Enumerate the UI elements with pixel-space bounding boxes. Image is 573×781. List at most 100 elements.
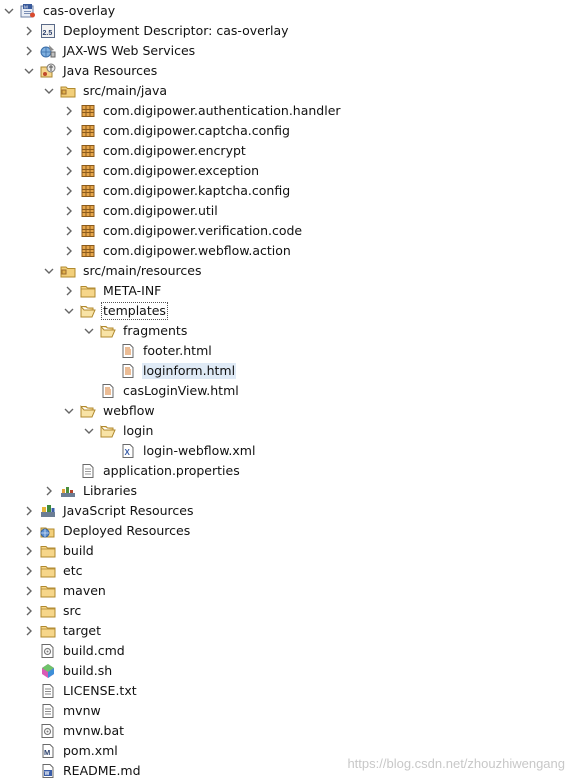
- tree-item[interactable]: Libraries: [0, 481, 573, 501]
- tree-item[interactable]: com.digipower.captcha.config: [0, 121, 573, 141]
- tree-item-label: Libraries: [83, 483, 137, 498]
- tree-item[interactable]: W README.md: [0, 761, 573, 781]
- deployed-resources-icon: [40, 523, 56, 539]
- chevron-right-icon[interactable]: [63, 125, 75, 137]
- chevron-right-icon[interactable]: [63, 285, 75, 297]
- tree-item[interactable]: application.properties: [0, 461, 573, 481]
- tree-item-label: com.digipower.exception: [103, 163, 260, 178]
- tree-item[interactable]: com.digipower.util: [0, 201, 573, 221]
- chevron-right-icon[interactable]: [63, 205, 75, 217]
- chevron-right-icon[interactable]: [23, 505, 35, 517]
- chevron-right-icon[interactable]: [23, 545, 35, 557]
- tree-item-label: mvnw.bat: [63, 723, 125, 738]
- chevron-down-icon[interactable]: [23, 65, 35, 77]
- tree-item[interactable]: src/main/java: [0, 81, 573, 101]
- package-icon: [80, 203, 96, 219]
- tree-item[interactable]: JAX-WS Web Services: [0, 41, 573, 61]
- chevron-down-icon[interactable]: [43, 265, 55, 277]
- chevron-right-icon[interactable]: [63, 105, 75, 117]
- tree-item[interactable]: com.digipower.exception: [0, 161, 573, 181]
- tree-item[interactable]: maven: [0, 581, 573, 601]
- chevron-right-icon[interactable]: [23, 585, 35, 597]
- chevron-right-icon[interactable]: [63, 185, 75, 197]
- chevron-right-icon[interactable]: [23, 25, 35, 37]
- web-services-icon: [40, 43, 56, 59]
- tree-item[interactable]: com.digipower.verification.code: [0, 221, 573, 241]
- chevron-right-icon[interactable]: [23, 565, 35, 577]
- tree-item[interactable]: JavaScript Resources: [0, 501, 573, 521]
- tree-item[interactable]: build: [0, 541, 573, 561]
- chevron-down-icon[interactable]: [83, 425, 95, 437]
- chevron-down-icon[interactable]: [63, 405, 75, 417]
- tree-item-label: cas-overlay: [43, 3, 116, 18]
- html-file-icon: [120, 363, 136, 379]
- tree-item[interactable]: webflow: [0, 401, 573, 421]
- source-folder-icon: [60, 83, 76, 99]
- tree-item-label: Java Resources: [63, 63, 158, 78]
- xml-file-icon: X: [120, 443, 136, 459]
- chevron-down-icon[interactable]: [3, 5, 15, 17]
- svg-text:M: M: [24, 5, 28, 10]
- chevron-right-icon[interactable]: [23, 45, 35, 57]
- svg-text:X: X: [125, 448, 131, 457]
- tree-item[interactable]: footer.html: [0, 341, 573, 361]
- chevron-right-icon[interactable]: [63, 145, 75, 157]
- chevron-down-icon[interactable]: [83, 325, 95, 337]
- tree-item-label: src/main/java: [83, 83, 168, 98]
- tree-item[interactable]: templates: [0, 301, 573, 321]
- package-icon: [80, 143, 96, 159]
- tree-item[interactable]: casLoginView.html: [0, 381, 573, 401]
- chevron-right-icon[interactable]: [63, 225, 75, 237]
- svg-text:W: W: [45, 771, 50, 777]
- tree-item-label: com.digipower.authentication.handler: [103, 103, 341, 118]
- tree-item-label: footer.html: [143, 343, 212, 358]
- javascript-resources-icon: [40, 503, 56, 519]
- svg-text:M: M: [44, 748, 50, 757]
- tree-item-label: com.digipower.captcha.config: [103, 123, 290, 138]
- tree-item[interactable]: src: [0, 601, 573, 621]
- tree-item-label: README.md: [63, 763, 141, 778]
- chevron-down-icon[interactable]: [63, 305, 75, 317]
- package-icon: [80, 223, 96, 239]
- chevron-right-icon[interactable]: [23, 625, 35, 637]
- tree-item[interactable]: etc: [0, 561, 573, 581]
- chevron-down-icon[interactable]: [43, 85, 55, 97]
- chevron-right-icon[interactable]: [23, 525, 35, 537]
- tree-item[interactable]: loginform.html: [0, 361, 573, 381]
- tree-item[interactable]: Java Resources: [0, 61, 573, 81]
- package-icon: [80, 163, 96, 179]
- shell-script-icon: [40, 663, 56, 679]
- chevron-right-icon[interactable]: [43, 485, 55, 497]
- tree-item[interactable]: build.sh: [0, 661, 573, 681]
- tree-item[interactable]: com.digipower.encrypt: [0, 141, 573, 161]
- tree-item[interactable]: login: [0, 421, 573, 441]
- tree-item-label: Deployment Descriptor: cas-overlay: [63, 23, 289, 38]
- tree-item[interactable]: com.digipower.webflow.action: [0, 241, 573, 261]
- folder-open-icon: [100, 423, 116, 439]
- package-icon: [80, 183, 96, 199]
- watermark-text: https://blog.csdn.net/zhouzhiwengang: [347, 756, 565, 771]
- tree-item[interactable]: com.digipower.authentication.handler: [0, 101, 573, 121]
- tree-item[interactable]: META-INF: [0, 281, 573, 301]
- tree-item-label: login-webflow.xml: [143, 443, 256, 458]
- tree-item-label: JAX-WS Web Services: [63, 43, 196, 58]
- folder-icon: [40, 563, 56, 579]
- tree-item[interactable]: src/main/resources: [0, 261, 573, 281]
- tree-item[interactable]: com.digipower.kaptcha.config: [0, 181, 573, 201]
- chevron-right-icon[interactable]: [23, 605, 35, 617]
- tree-item[interactable]: build.cmd: [0, 641, 573, 661]
- tree-item[interactable]: Deployed Resources: [0, 521, 573, 541]
- chevron-right-icon[interactable]: [63, 165, 75, 177]
- chevron-right-icon[interactable]: [63, 245, 75, 257]
- tree-item[interactable]: target: [0, 621, 573, 641]
- tree-item[interactable]: mvnw.bat: [0, 721, 573, 741]
- tree-item[interactable]: LICENSE.txt: [0, 681, 573, 701]
- source-folder-icon: [60, 263, 76, 279]
- cmd-file-icon: [40, 643, 56, 659]
- tree-item[interactable]: fragments: [0, 321, 573, 341]
- tree-item[interactable]: mvnw: [0, 701, 573, 721]
